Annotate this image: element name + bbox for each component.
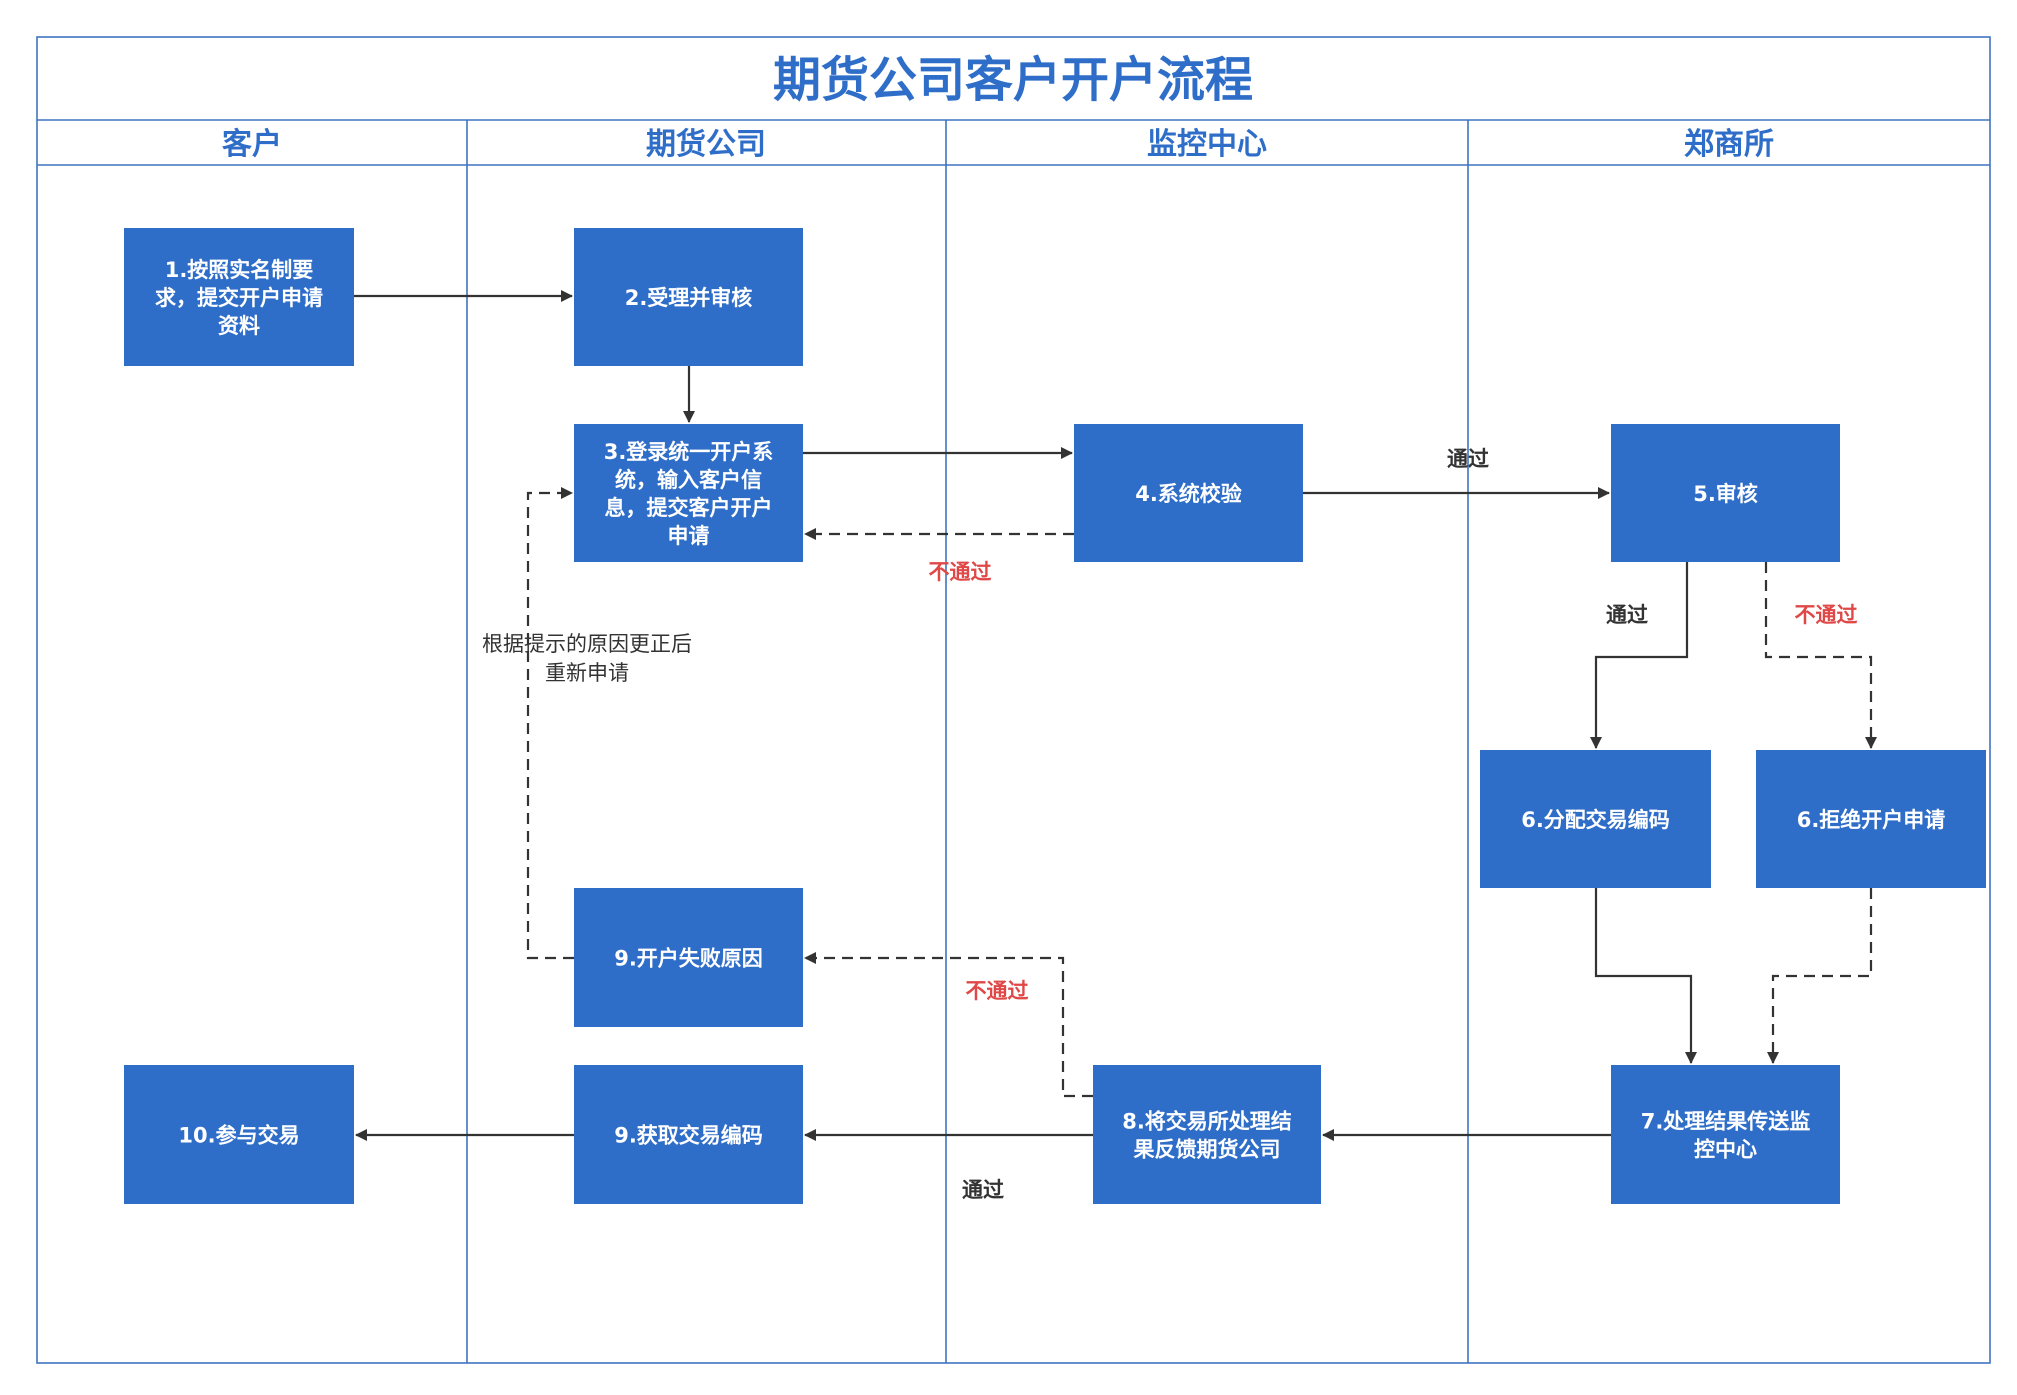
process-node-n10: 10.参与交易 — [124, 1065, 354, 1204]
process-box-label: 申请 — [668, 524, 710, 548]
process-box — [1611, 1065, 1840, 1204]
edge-label-fail: 不通过 — [966, 979, 1029, 1003]
process-box — [1074, 424, 1303, 562]
edge-6b-to-7 — [1767, 888, 1873, 1064]
lane-header-customer: 客户 — [222, 127, 282, 162]
process-box-label: 7.处理结果传送监 — [1641, 1109, 1811, 1133]
process-box — [124, 1065, 354, 1204]
diagram-frame — [36, 36, 1991, 1364]
process-box-label: 控中心 — [1694, 1137, 1757, 1161]
edge-label-fail: 不通过 — [1795, 603, 1858, 627]
edge-9f-to-3-resubmit — [526, 487, 574, 960]
edge-5-to-6a — [1590, 562, 1689, 749]
process-node-n6b: 6.拒绝开户申请 — [1756, 750, 1986, 888]
process-box — [1756, 750, 1986, 888]
process-node-n6a: 6.分配交易编码 — [1480, 750, 1711, 888]
process-box-label: 4.系统校验 — [1135, 482, 1242, 506]
process-box-label: 9.获取交易编码 — [614, 1123, 763, 1147]
process-box — [1480, 750, 1711, 888]
edge-label-pass: 通过 — [1606, 603, 1648, 627]
process-box-label: 10.参与交易 — [178, 1123, 299, 1147]
lane-header-zce: 郑商所 — [1684, 127, 1774, 162]
lane-header-monitoring-center: 监控中心 — [1147, 127, 1267, 162]
edge-5-to-6b-fail — [1764, 562, 1877, 749]
process-box-label: 5.审核 — [1693, 482, 1758, 506]
process-box — [574, 424, 803, 562]
process-box-label: 果反馈期货公司 — [1134, 1137, 1281, 1161]
process-box — [574, 228, 803, 366]
process-box-label: 9.开户失败原因 — [614, 946, 763, 970]
edge-6a-to-7 — [1594, 888, 1697, 1064]
process-node-n9g: 9.获取交易编码 — [574, 1065, 803, 1204]
process-box — [124, 228, 354, 366]
lane-header-futures-company: 期货公司 — [646, 127, 766, 162]
process-box-label: 统，输入客户信 — [615, 468, 762, 492]
edge-label-fail: 不通过 — [929, 560, 992, 584]
process-box-label: 3.登录统一开户系 — [604, 440, 774, 464]
process-node-n5: 5.审核 — [1611, 424, 1840, 562]
process-box-label: 求，提交开户申请 — [155, 286, 323, 310]
process-box-label: 8.将交易所处理结 — [1122, 1109, 1292, 1133]
edge-label-pass: 通过 — [962, 1178, 1004, 1202]
process-box-label: 1.按照实名制要 — [165, 258, 314, 282]
process-node-n2: 2.受理并审核 — [574, 228, 803, 366]
process-box-label: 资料 — [218, 314, 260, 338]
process-node-n4: 4.系统校验 — [1074, 424, 1303, 562]
process-box-label: 6.分配交易编码 — [1521, 808, 1670, 832]
process-box — [1611, 424, 1840, 562]
process-node-n9f: 9.开户失败原因 — [574, 888, 803, 1027]
edges — [354, 290, 1877, 1141]
process-box — [1093, 1065, 1321, 1204]
edge-label-resubmit: 根据提示的原因更正后 — [482, 632, 692, 656]
diagram-title: 期货公司客户开户流程 — [773, 52, 1253, 108]
process-box-label: 6.拒绝开户申请 — [1797, 808, 1946, 832]
process-box-label: 2.受理并审核 — [625, 286, 753, 310]
process-box-label: 息，提交客户开户 — [605, 496, 773, 520]
process-box — [574, 888, 803, 1027]
edge-8-to-9f-fail — [804, 952, 1093, 1098]
process-box — [574, 1065, 803, 1204]
edge-label-pass: 通过 — [1447, 447, 1489, 471]
edge-label-resubmit: 重新申请 — [545, 661, 629, 685]
